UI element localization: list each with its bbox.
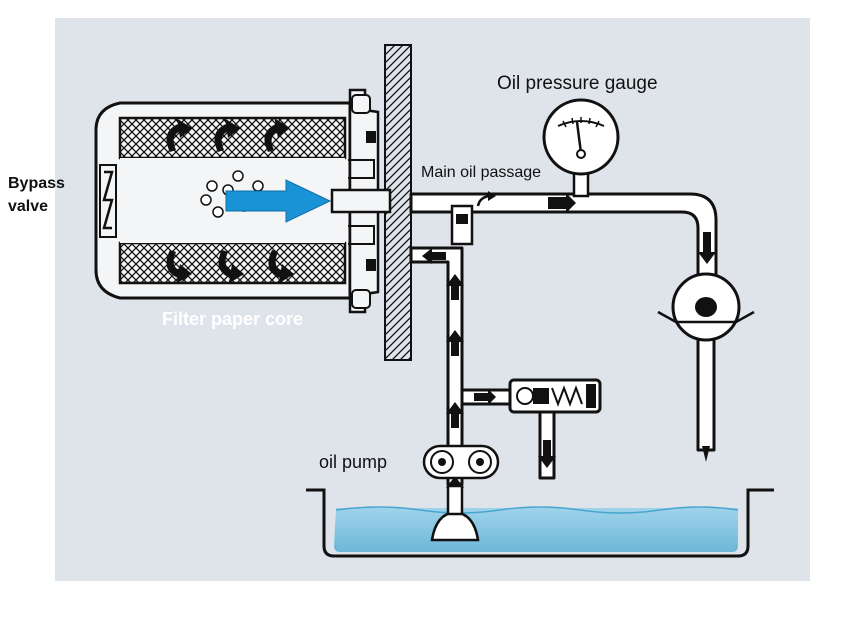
bypass-label-line1: Bypass: [8, 175, 65, 192]
passage-flow-arrows: [422, 191, 716, 502]
check-valve-right: [657, 272, 755, 342]
flow-arrow-icon: [225, 179, 332, 223]
pressure-gauge-icon: [542, 98, 620, 176]
bypass-label-line2: valve: [8, 198, 49, 215]
oil-strainer: [430, 484, 480, 542]
pump-to-filter-line: [409, 246, 464, 486]
bypass-valve-icon: [99, 164, 117, 238]
main-passage-label: Main oil passage: [421, 164, 542, 181]
relief-valve-icon: [508, 378, 602, 414]
pump-label: oil pump: [319, 452, 388, 472]
gear-pump-icon: [422, 444, 500, 480]
filter-flow-arrows: [166, 118, 294, 284]
oil-filter-icon: [94, 88, 392, 314]
check-valve-icon: [450, 204, 474, 246]
gauge-label: Oil pressure gauge: [497, 73, 658, 94]
filter-core-label: Filter paper core: [162, 309, 304, 329]
